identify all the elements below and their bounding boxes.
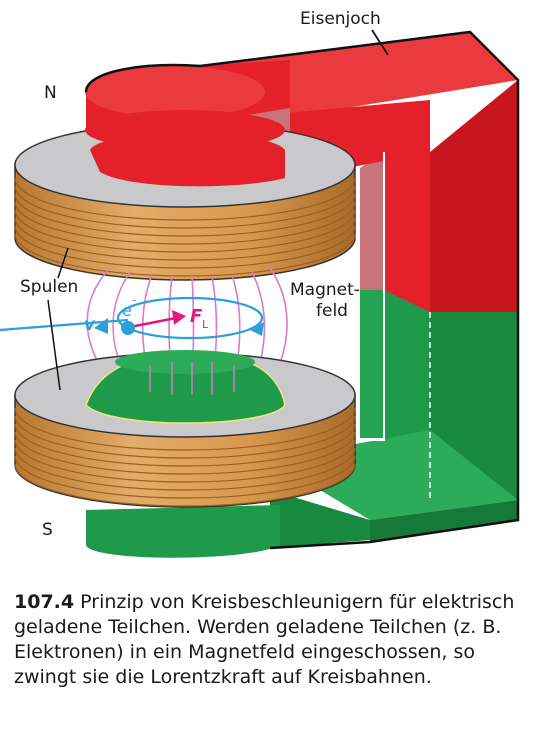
label-eisenjoch: Eisenjoch [300,9,381,29]
figure-caption: 107.4 Prinzip von Kreisbeschleunigern fü… [14,590,536,690]
upper-coil [14,110,356,281]
label-spulen: Spulen [20,277,78,297]
caption-text: Prinzip von Kreisbeschleunigern für elek… [14,591,515,688]
label-magnetfeld-1: Magnet- [290,280,360,300]
label-velocity: v [84,315,96,335]
label-magnetfeld-2: feld [316,301,348,321]
labels: Eisenjoch N S Spulen Magnet- feld e - v … [20,9,389,540]
label-electron: e [122,301,132,320]
electron-orbit [0,296,264,340]
cyclotron-diagram: Eisenjoch N S Spulen Magnet- feld e - v … [0,9,520,558]
label-north: N [44,83,57,103]
figure-number: 107.4 [14,591,75,613]
label-force-sub: L [202,318,209,331]
lower-coil [14,350,356,508]
electron [121,321,135,335]
label-force: F [190,306,203,327]
label-south: S [42,520,53,540]
label-electron-sup: - [132,293,136,307]
